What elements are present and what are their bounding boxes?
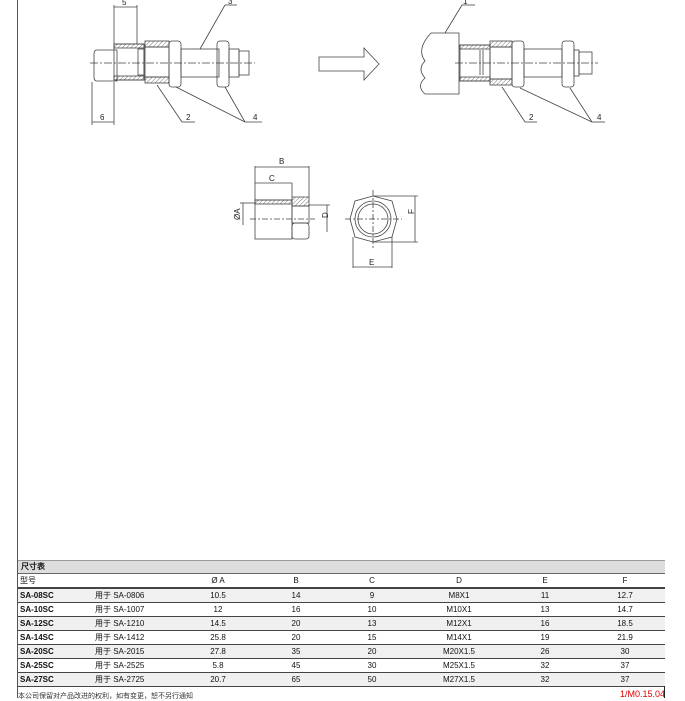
- svg-text:1: 1: [463, 0, 468, 6]
- table-cell: 用于 SA-0806: [95, 591, 145, 600]
- table-cell: 18.5: [617, 619, 633, 628]
- model-cell: SA-25SC: [20, 661, 54, 670]
- table-cell: 30: [620, 647, 630, 656]
- table-cell: 20: [291, 633, 301, 642]
- table-cell: 21.9: [617, 633, 633, 642]
- svg-text:F: F: [407, 209, 416, 214]
- svg-text:D: D: [321, 212, 330, 218]
- svg-text:4: 4: [597, 113, 602, 122]
- table-cell: 45: [291, 661, 301, 670]
- table-cell: 32: [540, 661, 550, 670]
- svg-text:C: C: [269, 174, 275, 183]
- fitting-detail: [240, 166, 418, 268]
- table-cell: M27X1.5: [442, 675, 476, 684]
- table-cell: 65: [291, 675, 301, 684]
- svg-text:B: B: [279, 157, 284, 166]
- table-row: SA-10SC 用于 SA-1007 12 16 10 M10X1 13 14.7: [18, 603, 665, 617]
- table-cell: 19: [540, 633, 550, 642]
- model-cell: SA-12SC: [20, 619, 54, 628]
- table-cell: 11: [540, 591, 550, 600]
- table-cell: 30: [367, 661, 377, 670]
- model-cell: SA-27SC: [20, 675, 54, 684]
- table-row: SA-20SC 用于 SA-2015 27.8 35 20 M20X1.5 26 30: [18, 645, 665, 659]
- table-cell: 12.7: [617, 591, 633, 600]
- assembly-before: [90, 4, 262, 125]
- dimension-table: 尺寸表 型号 Ø A B C D E F SA-08SC 用于 SA-0806 10…: [18, 560, 665, 687]
- table-row: SA-08SC 用于 SA-0806 10.5 14 9 M8X1 11 12.7: [18, 589, 665, 603]
- table-row: SA-25SC 用于 SA-2525 5.8 45 30 M25X1.5 32 37: [18, 659, 665, 673]
- table-cell: 27.8: [210, 647, 226, 656]
- svg-text:6: 6: [100, 113, 105, 122]
- technical-drawing: 5 3 6 2 4 1 2 4: [90, 0, 605, 268]
- callout-labels-left: 5 3 6 2 4: [100, 0, 258, 122]
- table-cell: 用于 SA-2725: [95, 675, 145, 684]
- table-cell: 14: [291, 591, 301, 600]
- dimension-labels: B C ØA D E F: [233, 157, 416, 267]
- table-cell: 37: [620, 661, 630, 670]
- table-cell: M20X1.5: [442, 647, 476, 656]
- table-cell: 16: [540, 619, 550, 628]
- table-header: 型号 Ø A B C D E F: [18, 574, 665, 589]
- table-cell: 13: [540, 605, 550, 614]
- svg-text:5: 5: [122, 0, 127, 7]
- table-cell: 用于 SA-1412: [95, 633, 145, 642]
- svg-text:3: 3: [228, 0, 233, 6]
- table-cell: 15: [367, 633, 377, 642]
- model-cell: SA-20SC: [20, 647, 54, 656]
- page-number: 1/M0.15.04: [620, 689, 666, 699]
- table-cell: 12: [213, 605, 223, 614]
- table-cell: M10X1: [446, 605, 472, 614]
- table-cell: 26: [540, 647, 550, 656]
- table-cell: 14.7: [617, 605, 633, 614]
- model-cell: SA-14SC: [20, 633, 54, 642]
- table-row: SA-27SC 用于 SA-2725 20.7 65 50 M27X1.5 32 37: [18, 673, 665, 687]
- table-cell: 用于 SA-2015: [95, 647, 145, 656]
- table-title: 尺寸表: [18, 560, 665, 574]
- table-cell: 35: [291, 647, 301, 656]
- table-row: SA-14SC 用于 SA-1412 25.8 20 15 M14X1 19 21.9: [18, 631, 665, 645]
- svg-text:4: 4: [253, 113, 258, 122]
- arrow-icon: [318, 46, 380, 82]
- table-cell: 20.7: [210, 675, 226, 684]
- table-cell: M12X1: [446, 619, 472, 628]
- table-cell: 用于 SA-2525: [95, 661, 145, 670]
- table-cell: 32: [540, 675, 550, 684]
- table-row: SA-12SC 用于 SA-1210 14.5 20 13 M12X1 16 18.5: [18, 617, 665, 631]
- table-cell: 16: [291, 605, 301, 614]
- table-cell: 9: [369, 591, 375, 600]
- right-border: [664, 686, 665, 698]
- table-cell: 20: [367, 647, 377, 656]
- table-cell: 37: [620, 675, 630, 684]
- table-cell: M25X1.5: [442, 661, 476, 670]
- table-cell: 13: [367, 619, 377, 628]
- footer-note: 本公司保留对产品改进的权利，如有变更，恕不另行通知: [18, 693, 193, 700]
- table-cell: M14X1: [446, 633, 472, 642]
- model-cell: SA-10SC: [20, 605, 54, 614]
- table-cell: 10: [367, 605, 377, 614]
- table-cell: 5.8: [212, 661, 224, 670]
- table-cell: 10.5: [210, 591, 226, 600]
- assembly-after: [420, 4, 605, 123]
- page-border: [17, 0, 18, 698]
- svg-text:2: 2: [186, 113, 191, 122]
- table-cell: 20: [291, 619, 301, 628]
- svg-text:2: 2: [529, 113, 534, 122]
- callout-labels-right: 1 2 4: [463, 0, 602, 122]
- table-cell: 50: [367, 675, 377, 684]
- table-cell: 用于 SA-1210: [95, 619, 145, 628]
- table-cell: 用于 SA-1007: [95, 605, 145, 614]
- table-cell: 25.8: [210, 633, 226, 642]
- table-cell: 14.5: [210, 619, 226, 628]
- svg-text:E: E: [369, 258, 374, 267]
- model-cell: SA-08SC: [20, 591, 54, 600]
- table-cell: M8X1: [448, 591, 470, 600]
- svg-text:ØA: ØA: [233, 208, 242, 220]
